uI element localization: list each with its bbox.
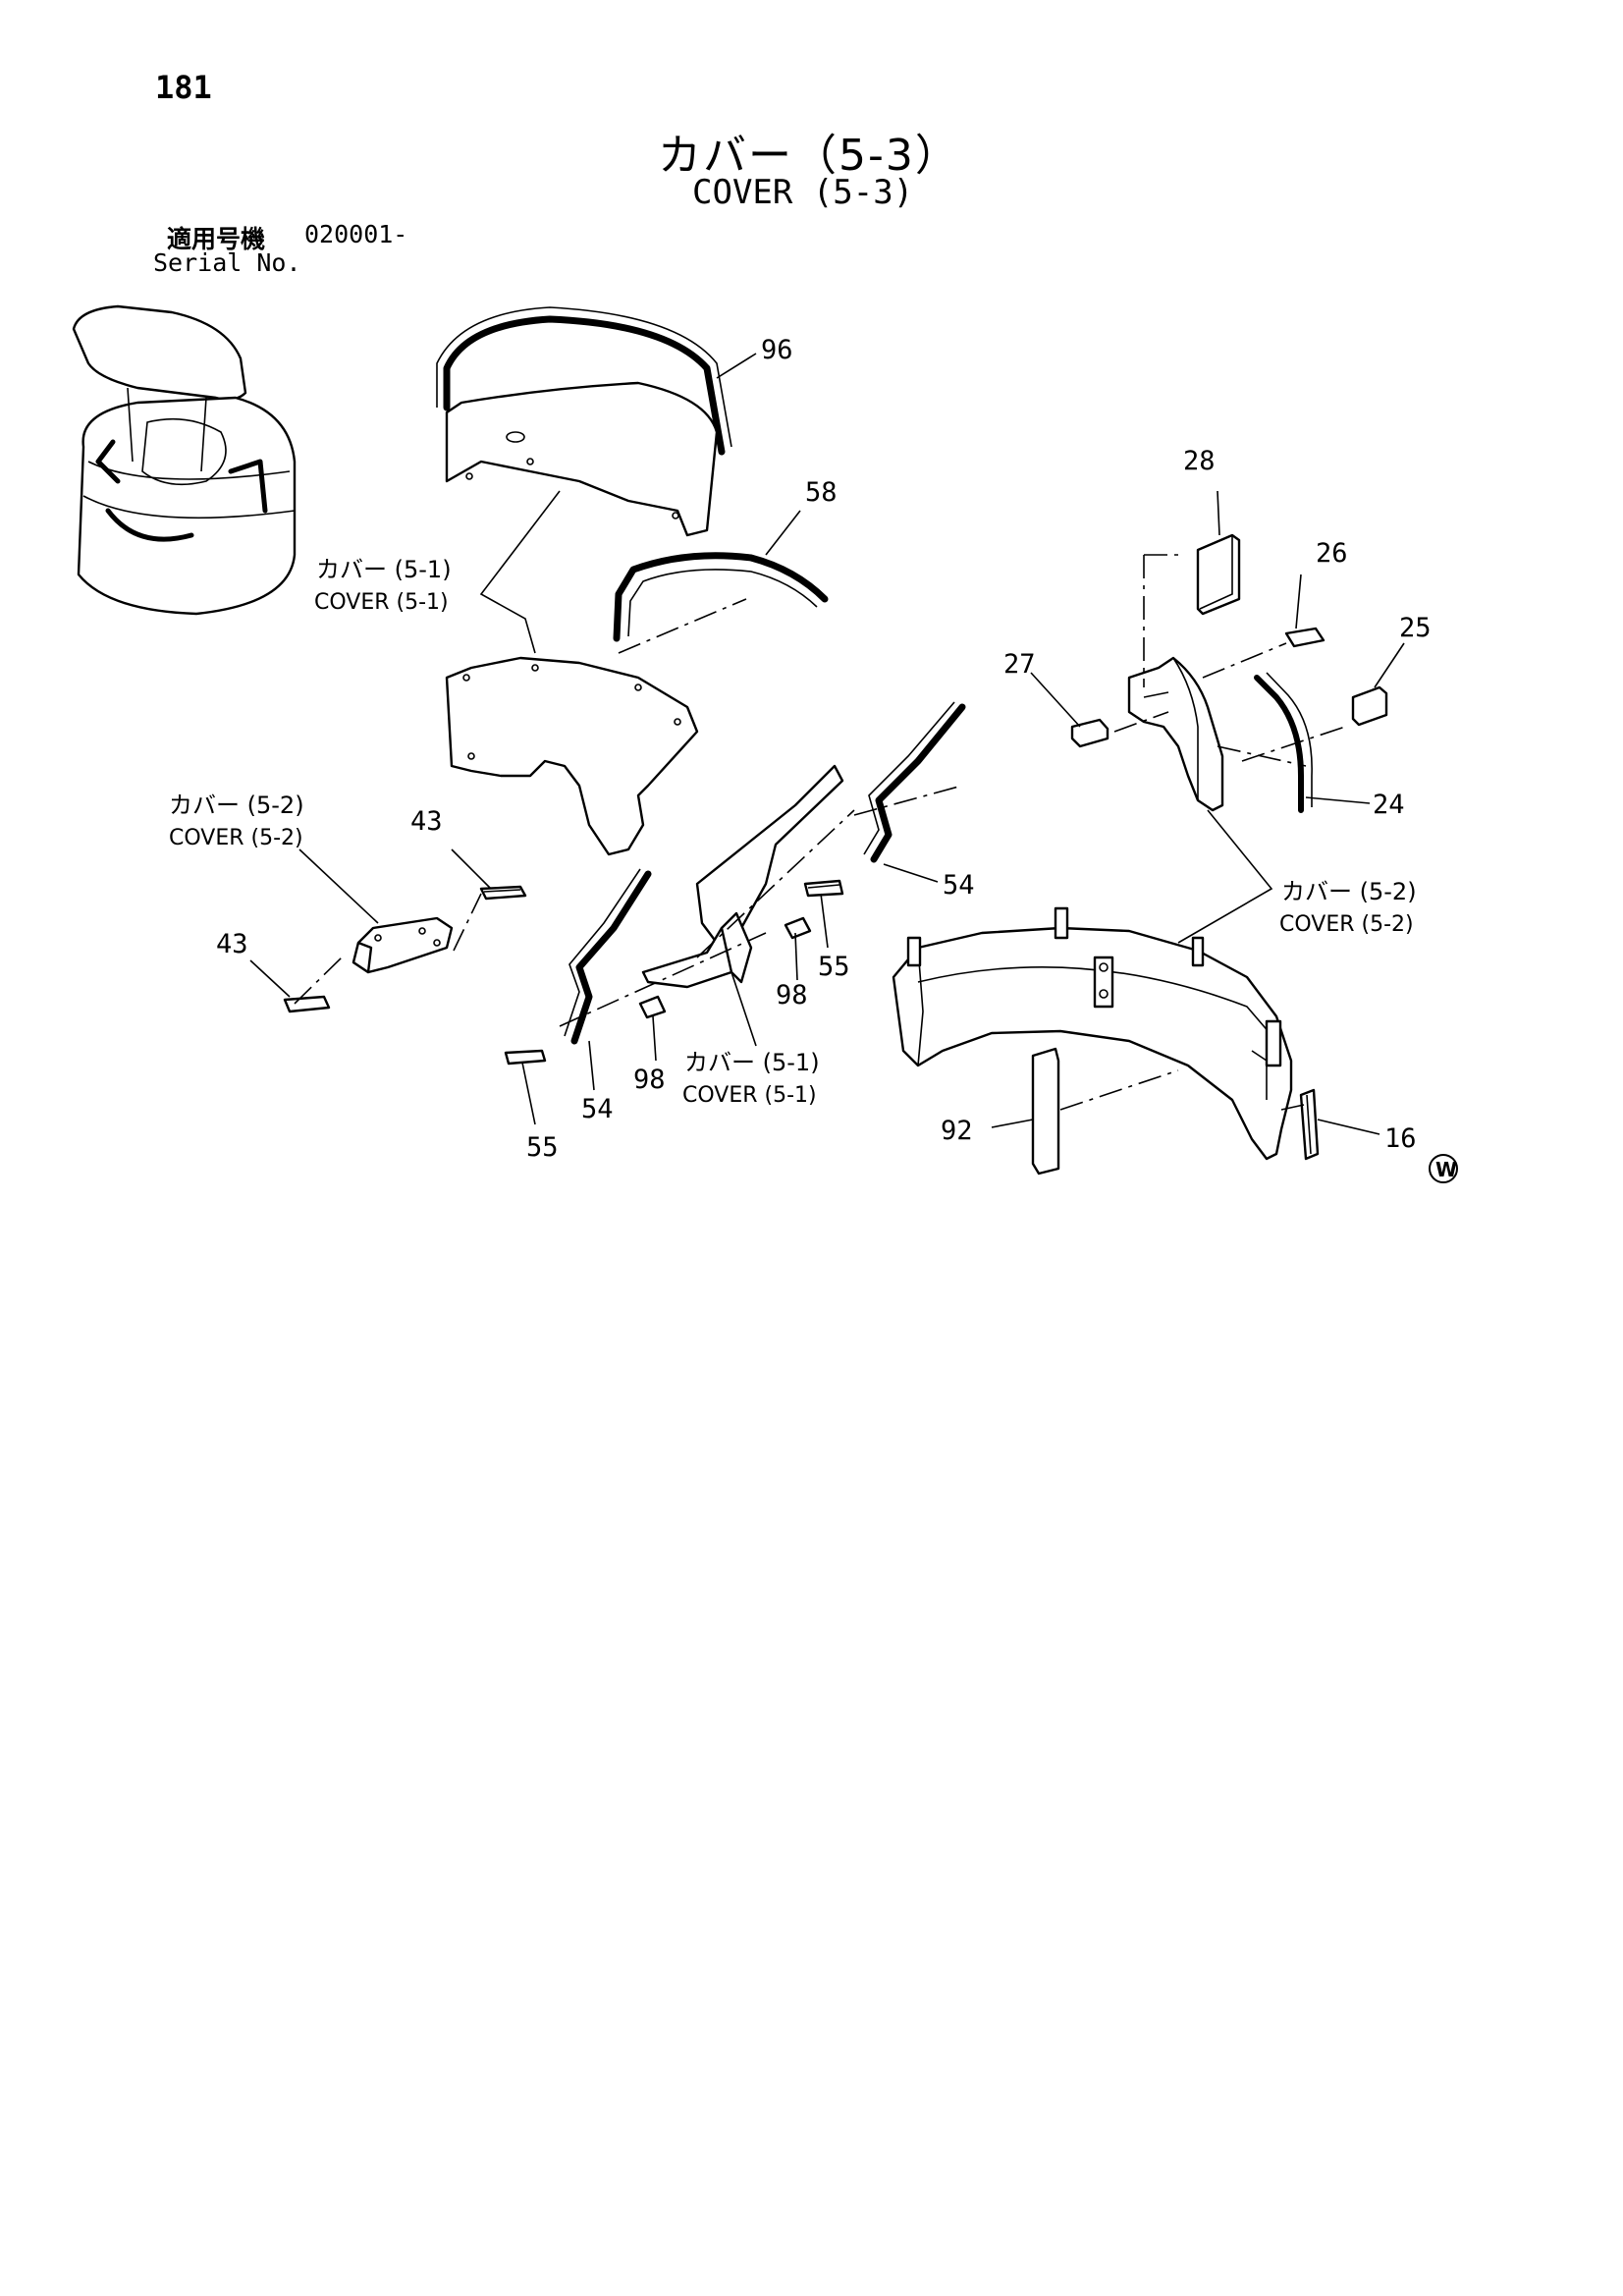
ref-cover-5-1-upper-en: COVER (5-1)	[314, 590, 449, 615]
ref-cover-5-1-upper-jp: カバー (5-1)	[316, 556, 452, 583]
callout-98-lower: 98	[633, 1065, 666, 1095]
ref-cover-5-2-left-jp: カバー (5-2)	[169, 792, 304, 819]
title-japanese: カバー（5-3）	[658, 131, 960, 181]
callout-58: 58	[805, 477, 838, 508]
leader-lines	[249, 353, 1405, 1135]
callout-43-lower: 43	[216, 929, 248, 959]
assembly-lines	[294, 554, 1346, 1111]
part-96-seal-strip	[436, 306, 732, 456]
part-55-pad-lower	[504, 1049, 547, 1066]
part-54-seal-right	[863, 701, 966, 863]
callout-54-right: 54	[943, 870, 975, 901]
machine-overview-illustration	[72, 304, 297, 616]
cover-5-2-curved-panel	[892, 906, 1293, 1161]
side-bracket	[1127, 656, 1224, 812]
cover-5-1-panel	[445, 656, 699, 856]
serial-label-japanese: 適用号機	[167, 225, 266, 253]
centre-bracket	[641, 764, 844, 989]
part-55-pad-upper	[803, 879, 844, 898]
callout-26: 26	[1316, 538, 1348, 569]
serial-label-english: Serial No.	[153, 248, 301, 277]
ref-cover-5-2-left-en: COVER (5-2)	[169, 826, 303, 850]
part-98-pad-lower	[638, 995, 667, 1019]
callout-55-upper: 55	[818, 952, 850, 982]
cross-references: カバー (5-1) COVER (5-1) カバー (5-2) COVER (5…	[169, 556, 1417, 1108]
page-number: 181	[155, 69, 212, 106]
part-24-seal	[1254, 672, 1313, 813]
callout-27: 27	[1003, 649, 1036, 680]
part-28-pad	[1196, 533, 1241, 616]
ref-cover-5-1-lower-en: COVER (5-1)	[682, 1083, 817, 1108]
callout-98-upper: 98	[776, 980, 808, 1011]
callout-43-upper: 43	[410, 806, 443, 837]
part-92-strip	[1031, 1047, 1060, 1175]
part-43-pad-upper	[479, 885, 527, 901]
cover-5-2-left-bracket	[352, 916, 454, 974]
part-43-pad-lower	[283, 995, 331, 1013]
callout-54-left: 54	[581, 1094, 614, 1124]
callout-96: 96	[761, 335, 793, 365]
callout-55-lower: 55	[526, 1132, 559, 1163]
part-58-seal	[613, 552, 829, 642]
ref-cover-5-1-lower-jp: カバー (5-1)	[684, 1049, 820, 1076]
part-25-pad	[1351, 685, 1388, 727]
part-27-pad	[1070, 718, 1109, 748]
ref-cover-5-2-right-en: COVER (5-2)	[1279, 912, 1414, 937]
callout-92: 92	[941, 1116, 973, 1146]
callout-16: 16	[1384, 1123, 1417, 1154]
callout-25: 25	[1399, 613, 1432, 643]
callout-24: 24	[1373, 790, 1405, 820]
part-26-pad	[1284, 627, 1325, 648]
part-54-seal-left	[564, 868, 652, 1045]
serial-number-value: 020001-	[304, 220, 408, 248]
callout-numbers: 96 58 28 26 25 27 24 43 43 54 54 55 55 9…	[216, 335, 1432, 1163]
callout-28: 28	[1183, 446, 1216, 476]
circled-w-mark: W	[1429, 1154, 1458, 1183]
ref-cover-5-2-right-jp: カバー (5-2)	[1281, 878, 1417, 905]
upper-cover-panel	[445, 381, 719, 537]
title-english: COVER (5-3)	[692, 173, 914, 212]
part-16-strip	[1299, 1088, 1320, 1161]
part-98-pad-upper	[784, 916, 812, 940]
circled-w-letter: W	[1435, 1158, 1457, 1181]
